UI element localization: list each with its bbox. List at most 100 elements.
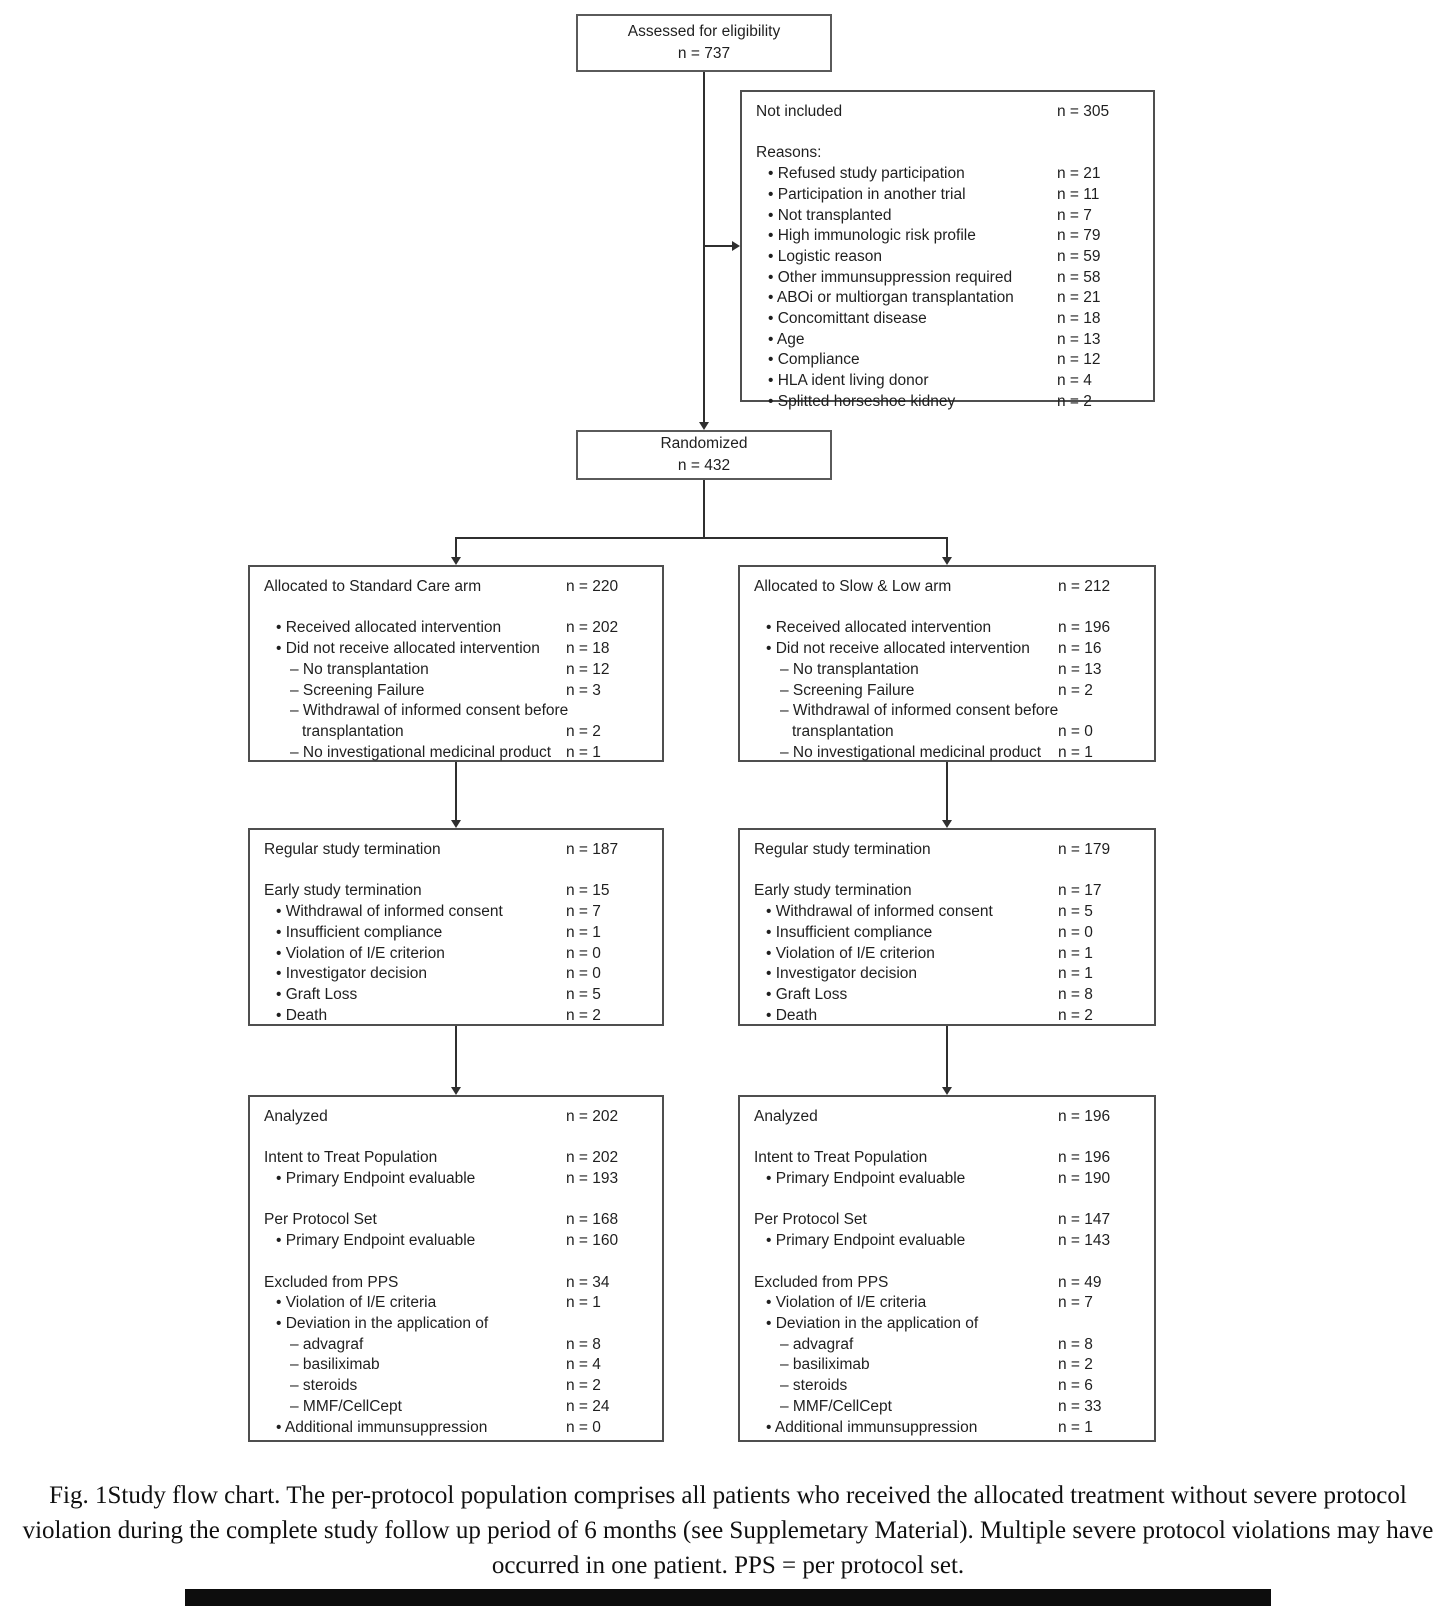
row-label: • Compliance	[768, 351, 860, 369]
row-count	[568, 701, 650, 722]
row-label: – advagraf	[290, 1335, 364, 1353]
row-label: • Violation of I/E criterion	[276, 944, 445, 962]
row-label: • Logistic reason	[768, 247, 882, 265]
connector-split-left	[455, 537, 457, 557]
flow-row: – Withdrawal of informed consent before	[264, 701, 648, 722]
row-label: – steroids	[780, 1377, 848, 1395]
row-gap	[756, 123, 1139, 144]
flow-row: – basiliximab n = 2	[754, 1355, 1140, 1376]
slow-low-termination-box: Regular study termination n = 179 Early …	[738, 828, 1156, 1026]
row-count: n = 143	[1058, 1232, 1111, 1250]
row-label: • Graft Loss	[276, 985, 358, 1003]
row-count: n = 58	[1057, 268, 1101, 286]
box-n: n = 179	[1058, 841, 1111, 858]
randomized-count: n = 432	[677, 457, 731, 474]
row-label: • Participation in another trial	[768, 185, 966, 203]
row-count: n = 0	[566, 944, 601, 962]
row-label: – MMF/CellCept	[780, 1397, 892, 1415]
row-label: • Graft Loss	[766, 985, 848, 1003]
connector-split-horizontal	[455, 537, 948, 539]
row-label: • Primary Endpoint evaluable	[766, 1170, 966, 1188]
row-count: n = 2	[566, 722, 601, 740]
flow-row: • Logistic reason n = 59	[756, 247, 1139, 268]
row-count	[566, 1314, 648, 1335]
row-label: • Splitted horseshoe kidney	[768, 392, 956, 410]
row-label: • Withdrawal of informed consent	[276, 903, 503, 921]
randomized-label: Randomized	[660, 435, 748, 452]
row-gap	[264, 598, 648, 619]
figure-caption: Fig. 1Study flow chart. The per-protocol…	[22, 1482, 1434, 1579]
box-title: Not included	[756, 103, 843, 120]
row-count: n = 16	[1058, 640, 1102, 658]
row-label: – basiliximab	[780, 1356, 870, 1374]
connector-split-right	[946, 537, 948, 557]
row-label: • Investigator decision	[276, 965, 428, 983]
box-title: Analyzed	[264, 1108, 328, 1125]
flow-row: Reasons:	[756, 143, 1139, 164]
connector-standard-analyzed	[455, 1026, 457, 1087]
row-label: – Screening Failure	[290, 681, 425, 699]
not-included-box: Not included n = 305 Reasons:• Refused s…	[740, 90, 1155, 410]
connector-randomized-split	[703, 480, 705, 539]
row-count: n = 59	[1057, 247, 1101, 265]
connector-slow-low-termination	[946, 762, 948, 820]
row-count: n = 13	[1058, 660, 1102, 678]
row-count: n = 21	[1057, 289, 1101, 307]
row-label: Intent to Treat Population	[754, 1149, 928, 1167]
row-label: • Age	[768, 330, 805, 348]
connector-slow-low-analyzed	[946, 1026, 948, 1087]
flow-row: • Did not receive allocated intervention…	[264, 639, 648, 660]
box-title: Regular study termination	[754, 841, 931, 858]
row-count: n = 13	[1057, 330, 1101, 348]
row-count	[1058, 1314, 1140, 1335]
row-count	[1058, 701, 1140, 722]
row-count: n = 2	[566, 1377, 601, 1395]
row-label: • Received allocated intervention	[276, 619, 502, 637]
row-label: • Insufficient compliance	[766, 923, 933, 941]
box-n: n = 220	[566, 578, 619, 595]
row-count: n = 0	[566, 1418, 601, 1436]
slow-low-analyzed-box: Analyzed n = 196 Intent to Treat Populat…	[738, 1095, 1156, 1442]
row-count: n = 33	[1058, 1397, 1102, 1415]
row-label: • ABOi or multiorgan transplantation	[768, 289, 1014, 307]
row-label: • High immunologic risk profile	[768, 227, 976, 245]
row-label: • Did not receive allocated intervention	[766, 640, 1030, 658]
row-count: n = 1	[566, 1294, 601, 1312]
row-count: n = 15	[566, 882, 610, 900]
row-gap	[754, 861, 1140, 882]
row-count: n = 2	[1058, 681, 1093, 699]
row-count: n = 4	[1057, 372, 1092, 390]
row-label: transplantation	[792, 722, 894, 740]
row-count: n = 202	[566, 1149, 619, 1167]
row-count: n = 2	[1058, 1356, 1093, 1374]
row-label: Early study termination	[264, 882, 422, 900]
row-label: – steroids	[290, 1377, 358, 1395]
row-count: n = 5	[1058, 903, 1093, 921]
row-count: n = 196	[1058, 619, 1111, 637]
row-count: n = 12	[566, 660, 610, 678]
row-label: • Primary Endpoint evaluable	[766, 1232, 966, 1250]
row-label: • Additional immunsuppression	[766, 1418, 978, 1436]
row-label: – basiliximab	[290, 1356, 380, 1374]
row-label: • Did not receive allocated intervention	[276, 640, 540, 658]
row-gap	[264, 861, 648, 882]
box-title: Regular study termination	[264, 841, 441, 858]
box-title: Allocated to Standard Care arm	[264, 578, 482, 595]
arrowhead-slow-low-termination	[942, 820, 952, 828]
connector-standard-termination	[455, 762, 457, 820]
box-title-row: Analyzed n = 202	[264, 1107, 648, 1128]
row-count: n = 18	[1057, 310, 1101, 328]
flow-row: • Violation of I/E criterion n = 0	[264, 944, 648, 965]
